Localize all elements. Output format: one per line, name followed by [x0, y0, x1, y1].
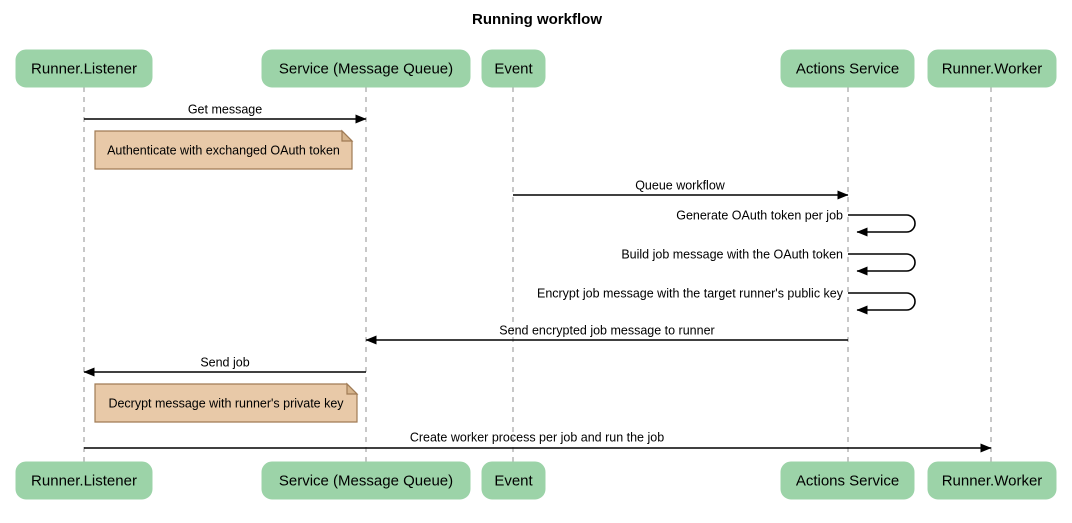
participant-service-bottom[interactable]: Service (Message Queue)	[261, 461, 471, 500]
message-label-generate-oauth-token: Generate OAuth token per job	[676, 208, 843, 222]
message-label-queue-workflow: Queue workflow	[635, 178, 726, 192]
participant-actions-bottom[interactable]: Actions Service	[780, 461, 915, 500]
message-label-encrypt-job-message: Encrypt job message with the target runn…	[537, 286, 844, 300]
message-label-get-message: Get message	[188, 102, 262, 116]
message-path-encrypt-job-message	[848, 292, 916, 315]
participant-box-event	[481, 49, 546, 88]
message-label-create-worker-process: Create worker process per job and run th…	[410, 430, 664, 444]
participant-label-listener: Runner.Listener	[31, 60, 137, 77]
note-body-decrypt-note	[94, 383, 358, 423]
note-body-authenticate-note	[94, 130, 353, 170]
participant-label-service: Service (Message Queue)	[279, 472, 453, 489]
participant-label-worker: Runner.Worker	[942, 60, 1043, 77]
message-path-build-job-message	[848, 253, 916, 276]
participant-box-event	[481, 461, 546, 500]
participant-event-bottom[interactable]: Event	[481, 461, 546, 500]
note-fold-icon	[341, 129, 354, 142]
participant-actions-top[interactable]: Actions Service	[780, 49, 915, 88]
participant-label-worker: Runner.Worker	[942, 472, 1043, 489]
message-send-job[interactable]: Send job	[83, 355, 366, 377]
message-build-job-message[interactable]: Build job message with the OAuth token	[621, 247, 916, 276]
participant-worker-bottom[interactable]: Runner.Worker	[927, 461, 1057, 500]
message-queue-workflow[interactable]: Queue workflow	[513, 178, 849, 200]
lifelines-layer	[83, 87, 992, 462]
message-send-encrypted-job-message[interactable]: Send encrypted job message to runner	[365, 323, 848, 345]
note-label-authenticate-note: Authenticate with exchanged OAuth token	[107, 143, 340, 157]
message-generate-oauth-token[interactable]: Generate OAuth token per job	[676, 208, 916, 237]
participant-label-event: Event	[494, 60, 533, 77]
note-authenticate-note[interactable]: Authenticate with exchanged OAuth token	[94, 129, 354, 170]
participant-label-listener: Runner.Listener	[31, 472, 137, 489]
participant-box-worker	[927, 461, 1057, 500]
message-label-send-job: Send job	[200, 355, 249, 369]
participant-worker-top[interactable]: Runner.Worker	[927, 49, 1057, 88]
participant-event-top[interactable]: Event	[481, 49, 546, 88]
participant-label-actions: Actions Service	[796, 60, 899, 77]
participants-bottom-layer: Runner.Listener Service (Message Queue) Ev…	[15, 461, 1057, 500]
participant-listener-bottom[interactable]: Runner.Listener	[15, 461, 153, 500]
message-label-build-job-message: Build job message with the OAuth token	[621, 247, 843, 261]
diagram-title: Running workflow	[472, 11, 602, 28]
participant-box-worker	[927, 49, 1057, 88]
participant-box-service	[261, 49, 471, 88]
participant-box-actions	[780, 461, 915, 500]
participants-top-layer: Runner.Listener Service (Message Queue) Ev…	[15, 49, 1057, 88]
message-label-send-encrypted-job-message: Send encrypted job message to runner	[499, 323, 714, 337]
note-label-decrypt-note: Decrypt message with runner's private ke…	[108, 396, 344, 410]
notes-layer: Authenticate with exchanged OAuth tokenD…	[94, 129, 359, 423]
participant-label-event: Event	[494, 472, 533, 489]
note-decrypt-note[interactable]: Decrypt message with runner's private ke…	[94, 382, 359, 423]
participant-listener-top[interactable]: Runner.Listener	[15, 49, 153, 88]
participant-box-listener	[15, 461, 153, 500]
participant-box-listener	[15, 49, 153, 88]
message-path-generate-oauth-token	[848, 214, 916, 237]
note-fold-icon	[346, 382, 359, 395]
participant-label-actions: Actions Service	[796, 472, 899, 489]
message-create-worker-process[interactable]: Create worker process per job and run th…	[84, 430, 992, 453]
participant-box-service	[261, 461, 471, 500]
participant-service-top[interactable]: Service (Message Queue)	[261, 49, 471, 88]
message-get-message[interactable]: Get message	[84, 102, 367, 124]
participant-box-actions	[780, 49, 915, 88]
message-encrypt-job-message[interactable]: Encrypt job message with the target runn…	[537, 286, 916, 315]
participant-label-service: Service (Message Queue)	[279, 60, 453, 77]
